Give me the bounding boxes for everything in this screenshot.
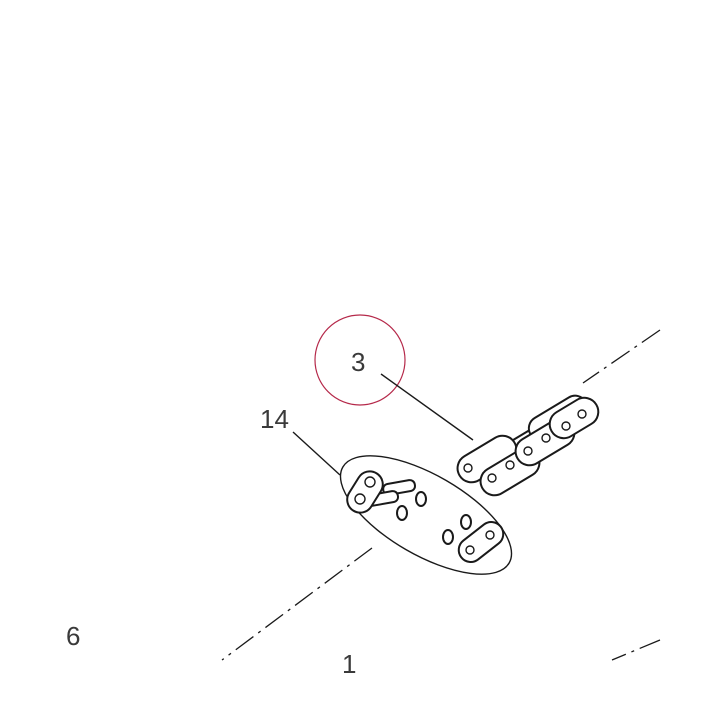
callout-6-label[interactable]: 6 [66,621,80,651]
pin-end [364,476,376,488]
chain-pin-hole [561,421,571,431]
chain-pin-hole [541,433,551,443]
link-kit-outline [339,455,513,575]
o-ring [415,491,427,507]
o-ring [396,505,408,521]
chain-pin-hole [487,473,497,483]
centerline-upper [582,329,661,384]
callout-14-label[interactable]: 14 [260,404,289,434]
chain-pin-hole [577,409,587,419]
chain-pin-hole [505,460,515,470]
chain-pin-hole [523,446,533,456]
centerline-lower [221,547,373,661]
center-lines [221,329,661,661]
side-plate-hole [465,545,475,555]
o-ring [460,514,472,530]
side-plate [457,520,505,564]
master-link-plate [346,470,384,514]
chain-segment[interactable] [452,391,603,500]
callout-3-label[interactable]: 3 [351,347,365,377]
leader-line-14 [292,431,341,476]
o-rings [396,491,472,545]
link-kit[interactable] [323,432,529,597]
master-link-pins [346,470,417,514]
o-ring [442,529,454,545]
side-plate-hole [485,530,495,540]
highlight-circle[interactable] [314,314,406,406]
callout-1-label: 1 [342,649,356,679]
leader-line-3 [380,373,474,441]
pin-end [354,493,366,505]
chain-pin-hole [463,463,473,473]
centerline-bottom-right [611,639,661,661]
